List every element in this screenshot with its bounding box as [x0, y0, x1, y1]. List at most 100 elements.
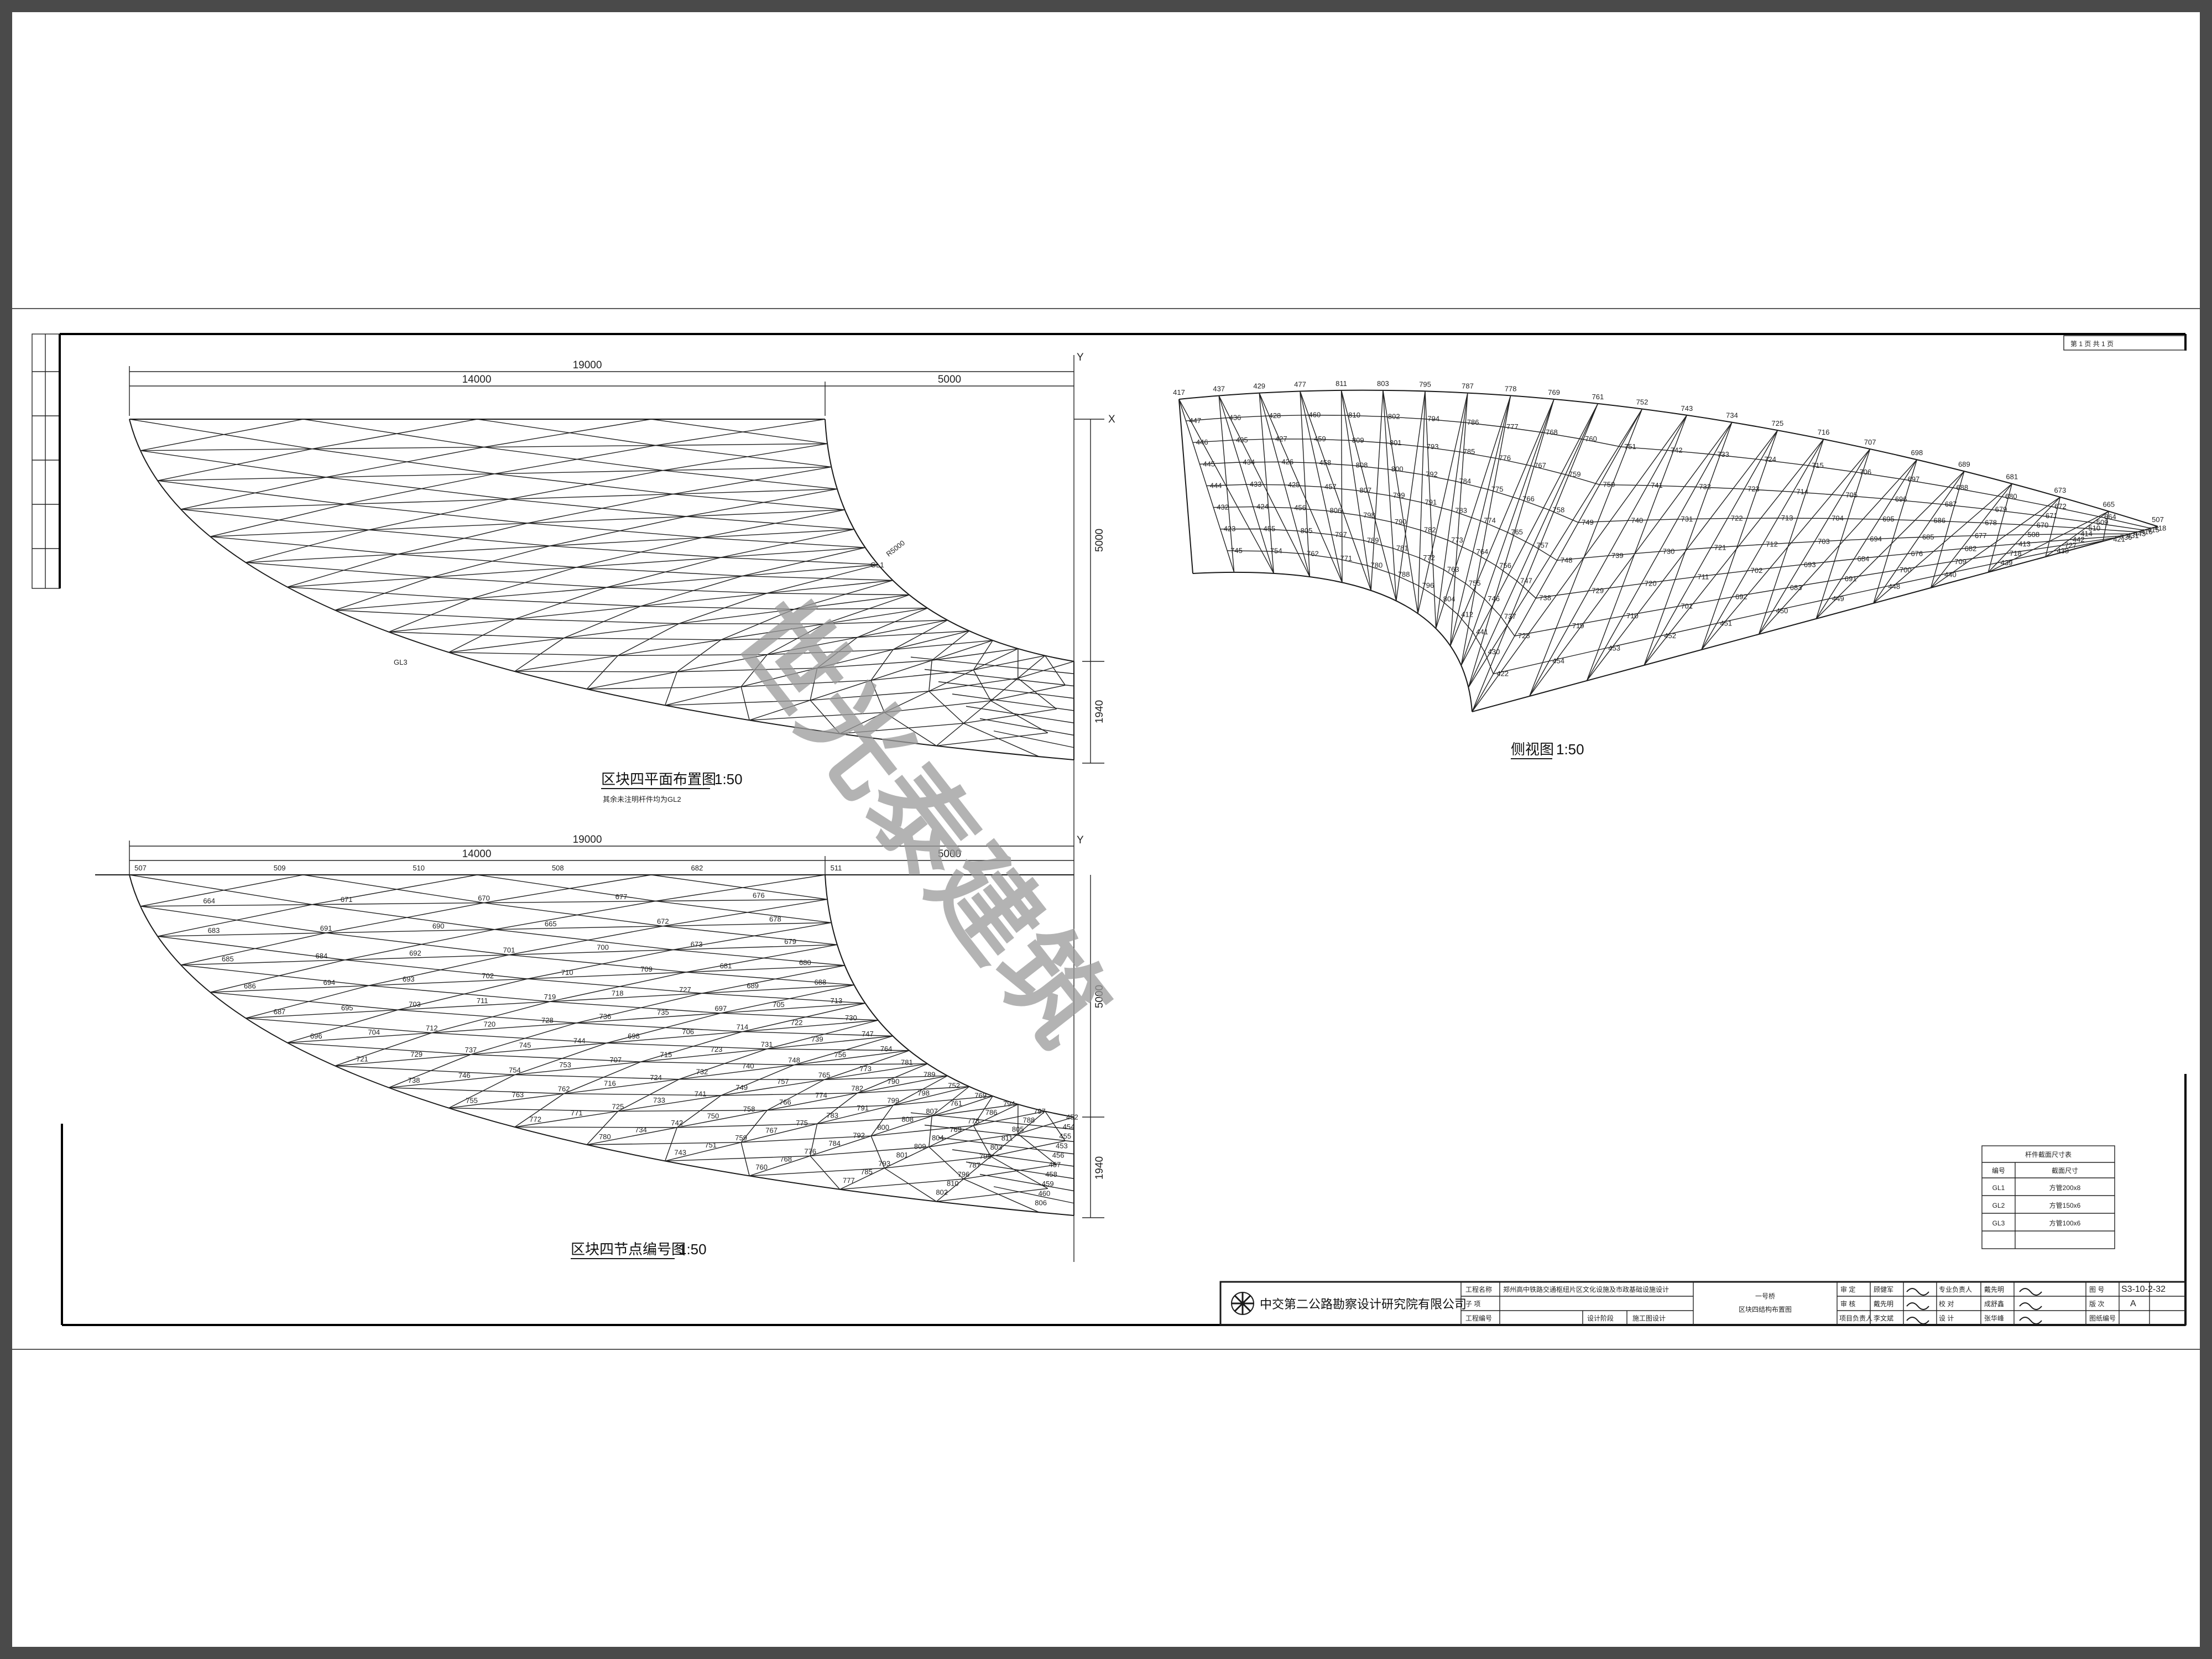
- project-name-label: 工程名称: [1465, 1285, 1492, 1293]
- side-node-number: 426: [1281, 457, 1293, 466]
- node-member-line: [686, 944, 838, 973]
- node-number: 773: [859, 1065, 872, 1073]
- node-number: 735: [657, 1008, 669, 1016]
- side-member-line: [1199, 461, 2137, 533]
- side-node-number: 760: [1585, 435, 1597, 443]
- design-name: 张华峰: [1984, 1314, 2004, 1322]
- node-number: 767: [765, 1126, 778, 1134]
- plan-member-line: [140, 419, 304, 451]
- plan-member-line: [740, 654, 768, 687]
- side-top-number: 795: [1419, 380, 1431, 388]
- side-top-number: 698: [1911, 448, 1923, 457]
- node-number: 725: [612, 1103, 624, 1111]
- node-number: 775: [796, 1119, 808, 1127]
- side-node-number: 694: [1870, 535, 1882, 543]
- node-member-line: [662, 925, 837, 946]
- node-member-line: [129, 874, 312, 905]
- plan-member-line: [810, 691, 929, 701]
- company-logo-icon: [1231, 1292, 1254, 1315]
- node-member-line: [527, 978, 702, 994]
- node-number: 772: [529, 1115, 541, 1123]
- side-node-number: 450: [1776, 607, 1788, 615]
- node-number: 729: [410, 1050, 422, 1058]
- side-node-number: 715: [1812, 461, 1824, 469]
- node-member-line: [721, 1013, 879, 1021]
- node-member-line: [246, 985, 369, 1019]
- side-node-number: 509: [2096, 518, 2109, 526]
- signature-icon: [2019, 1302, 2042, 1310]
- side-member-line: [1930, 471, 1965, 588]
- side-node-number: 782: [1424, 526, 1436, 534]
- side-member-line: [1396, 391, 1426, 601]
- side-member-line: [1529, 409, 1643, 697]
- node-number: 769: [974, 1091, 987, 1099]
- side-node-number: 773: [1451, 536, 1463, 544]
- side-member-line: [1586, 415, 1688, 681]
- side-node-number: 431: [2127, 531, 2139, 540]
- side-node-number: 796: [1422, 581, 1434, 589]
- title-block: 中交第二公路勘察设计研究院有限公司 工程名称 郑州高中铁路交通枢纽片区文化设施及…: [1219, 1281, 2187, 1326]
- node-number: 802: [936, 1188, 948, 1197]
- node-axis-y: Y: [1077, 834, 1084, 846]
- side-node-number: 733: [1717, 450, 1729, 458]
- side-member-line: [1988, 510, 2109, 573]
- plan-member-line: [345, 504, 528, 524]
- side-node-number: 724: [1764, 455, 1776, 463]
- node-member-line: [514, 1126, 677, 1128]
- plan-member-line: [963, 723, 1040, 757]
- node-number: 680: [799, 958, 811, 967]
- plan-member-line: [673, 466, 832, 495]
- plan-member-line: [640, 575, 743, 607]
- side-node-number: 691: [1845, 575, 1857, 583]
- node-member-line: [564, 1061, 641, 1094]
- company-name: 中交第二公路勘察设计研究院有限公司: [1260, 1297, 1467, 1311]
- plan-member-line: [931, 630, 970, 661]
- node-number: 722: [791, 1018, 803, 1026]
- side-member-line: [1192, 439, 2145, 531]
- side-node-number: 806: [1330, 507, 1342, 515]
- node-number: 693: [403, 975, 415, 983]
- node-member-line: [963, 1178, 1040, 1213]
- node-number: 764: [880, 1045, 893, 1053]
- pm-name: 李文斌: [1874, 1314, 1893, 1322]
- side-node-number: 682: [1965, 544, 1977, 552]
- plan-member-line: [550, 516, 686, 546]
- plan-member-line: [509, 469, 663, 500]
- node-number: 452: [1066, 1113, 1078, 1121]
- side-node-number: 697: [1908, 475, 1920, 483]
- review-label: 审 核: [1840, 1300, 1855, 1308]
- node-member-line: [576, 1022, 743, 1032]
- plan-member-line: [210, 504, 345, 538]
- node-member-line: [839, 1178, 964, 1190]
- plan-member-line: [471, 598, 641, 607]
- side-node-number: 718: [2010, 549, 2022, 557]
- node-number: 724: [650, 1073, 662, 1082]
- side-node-number: 433: [1250, 480, 1262, 488]
- plan-member-line: [794, 608, 928, 610]
- plan-member-line: [514, 671, 677, 672]
- plan-member-line: [514, 587, 607, 620]
- node-number: 730: [845, 1014, 857, 1022]
- design-label: 设 计: [1939, 1314, 1954, 1322]
- node-number: 781: [901, 1058, 913, 1066]
- side-node-number: 711: [1698, 573, 1709, 581]
- plan-member-line: [893, 619, 948, 650]
- node-number: 720: [483, 1020, 495, 1029]
- plan-member-line: [749, 712, 885, 721]
- side-member-line: [1300, 391, 1311, 577]
- side-node-number: 741: [1651, 481, 1663, 489]
- side-member-line: [1259, 393, 1274, 573]
- side-node-number: 415: [2147, 526, 2159, 534]
- node-member-line: [514, 1093, 565, 1128]
- node-number: 783: [826, 1111, 838, 1119]
- node-member-line: [345, 959, 528, 979]
- side-node-number: 457: [1324, 482, 1337, 491]
- side-node-number: 703: [1818, 537, 1830, 545]
- side-node-number: 758: [1553, 505, 1565, 514]
- side-node-number: 808: [1356, 461, 1368, 469]
- side-member-line: [1815, 448, 1871, 619]
- node-member-line: [494, 929, 674, 951]
- node-number: 808: [901, 1115, 914, 1124]
- node-number: 719: [544, 993, 556, 1001]
- side-member-line: [1815, 471, 1965, 619]
